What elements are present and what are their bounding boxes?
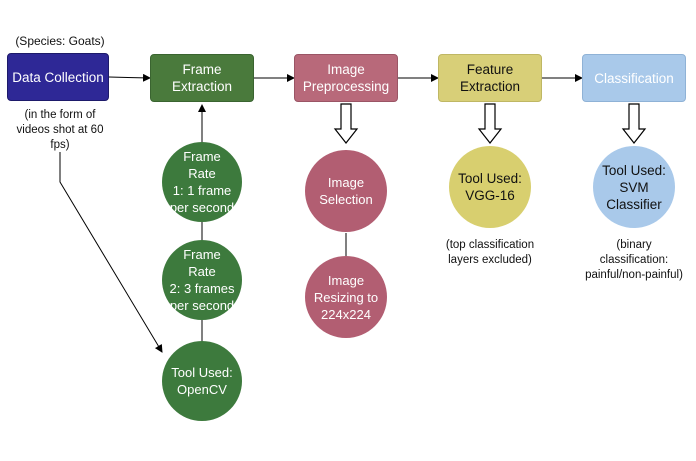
feature-extraction-note: (top classification layers excluded): [445, 239, 535, 266]
hollow-arrow-classification: [621, 103, 647, 144]
feature-extraction-box: Feature Extraction: [438, 54, 542, 102]
frame-extraction-box: Frame Extraction: [150, 54, 254, 102]
opencv-circle: Tool Used: OpenCV: [162, 341, 242, 421]
image-preprocessing-box: Image Preprocessing: [294, 54, 398, 102]
vgg16-circle: Tool Used: VGG-16: [449, 146, 531, 228]
species-label: (Species: Goats): [15, 34, 105, 48]
data-collection-box: Data Collection: [7, 53, 109, 101]
frame-rate-2-circle: Frame Rate 2: 3 frames per second: [162, 240, 242, 320]
classification-note: (binary classification: painful/non-pain…: [585, 239, 683, 281]
image-selection-circle: Image Selection: [305, 150, 387, 232]
arrow-collection-to-opencv: [59, 152, 163, 353]
frame-rate-1-circle: Frame Rate 1: 1 frame per second: [162, 142, 242, 222]
classification-box: Classification: [582, 54, 686, 102]
arrow-collection-to-frame: [108, 73, 151, 82]
data-collection-note: (in the form of videos shot at 60 fps): [16, 109, 104, 151]
svm-circle: Tool Used: SVM Classifier: [593, 146, 675, 228]
image-resizing-circle: Image Resizing to 224x224: [305, 256, 387, 338]
hollow-arrow-preprocessing: [333, 103, 359, 144]
hollow-arrow-feature: [477, 103, 503, 144]
